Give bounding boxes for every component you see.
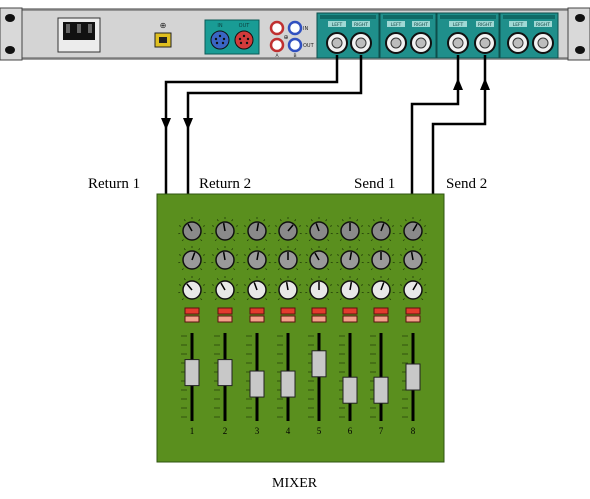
mute-button[interactable] bbox=[250, 308, 264, 314]
jack-section-header bbox=[503, 15, 555, 19]
iec-pin-icon bbox=[77, 24, 81, 33]
channel-fader[interactable] bbox=[343, 377, 357, 403]
solo-button[interactable] bbox=[374, 316, 388, 322]
rack-unit: ⊕ IN OUT ⊕ bbox=[0, 8, 590, 60]
iec-pin-icon bbox=[88, 24, 92, 33]
channel-fader[interactable] bbox=[185, 360, 199, 386]
channel-number: 8 bbox=[411, 426, 416, 436]
mute-button[interactable] bbox=[343, 308, 357, 314]
jack-label: LEFT bbox=[453, 22, 464, 28]
jack-hole-icon bbox=[356, 38, 366, 48]
return2-cable bbox=[188, 55, 361, 195]
rack-screw-icon bbox=[575, 14, 585, 22]
channel-number: 1 bbox=[190, 426, 195, 436]
channel-fader[interactable] bbox=[406, 364, 420, 390]
jack-label: LEFT bbox=[391, 22, 402, 28]
midi-ports: IN OUT bbox=[205, 20, 259, 54]
jack-hole-icon bbox=[480, 38, 490, 48]
return1-cable bbox=[166, 55, 337, 195]
solo-button[interactable] bbox=[250, 316, 264, 322]
solo-button[interactable] bbox=[406, 316, 420, 322]
return2-arrow-icon bbox=[183, 118, 193, 130]
rack-screw-icon bbox=[5, 46, 15, 54]
rca-out-a-jack-icon bbox=[271, 39, 283, 51]
usb-icon: ⊕ bbox=[160, 21, 167, 30]
return2-label: Return 2 bbox=[199, 176, 251, 193]
jack-section-header bbox=[440, 15, 496, 19]
solo-button[interactable] bbox=[218, 316, 232, 322]
ground-icon: ⊕ bbox=[283, 34, 288, 41]
channel-fader[interactable] bbox=[312, 351, 326, 377]
jack-section-header bbox=[383, 15, 433, 19]
send2-label: Send 2 bbox=[446, 176, 487, 193]
mute-button[interactable] bbox=[281, 308, 295, 314]
solo-button[interactable] bbox=[312, 316, 326, 322]
midi-in-label: IN bbox=[217, 23, 222, 29]
rca-out-b-jack-icon bbox=[289, 39, 301, 51]
power-inlet bbox=[58, 18, 100, 52]
mixer: 1 2 3 4 5 6 7 8 bbox=[157, 194, 444, 462]
mute-button[interactable] bbox=[374, 308, 388, 314]
usb-socket-hole-icon bbox=[159, 37, 167, 43]
solo-button[interactable] bbox=[343, 316, 357, 322]
send2-arrow-icon bbox=[480, 78, 490, 90]
channel-number: 3 bbox=[255, 426, 260, 436]
jack-hole-icon bbox=[453, 38, 463, 48]
rack-screw-icon bbox=[575, 46, 585, 54]
jack-hole-icon bbox=[538, 38, 548, 48]
channel-fader[interactable] bbox=[281, 371, 295, 397]
mute-button[interactable] bbox=[406, 308, 420, 314]
channel-fader[interactable] bbox=[374, 377, 388, 403]
channel-fader[interactable] bbox=[218, 360, 232, 386]
jack-label: RIGHT bbox=[354, 22, 368, 28]
jack-section-return bbox=[317, 13, 379, 58]
solo-button[interactable] bbox=[185, 316, 199, 322]
jack-label: LEFT bbox=[513, 22, 524, 28]
jack-hole-icon bbox=[513, 38, 523, 48]
rack-screw-icon bbox=[5, 14, 15, 22]
jack-hole-icon bbox=[416, 38, 426, 48]
iec-pin-icon bbox=[66, 24, 70, 33]
midi-in-jack-icon bbox=[211, 31, 229, 49]
jack-hole-icon bbox=[332, 38, 342, 48]
channel-number: 2 bbox=[223, 426, 228, 436]
channel-number: 7 bbox=[379, 426, 384, 436]
rca-in-a-jack-icon bbox=[271, 22, 283, 34]
mute-button[interactable] bbox=[185, 308, 199, 314]
rca-in-label: IN bbox=[303, 26, 308, 32]
send1-arrow-icon bbox=[453, 78, 463, 90]
jack-label: RIGHT bbox=[536, 22, 550, 28]
midi-out-label: OUT bbox=[239, 23, 251, 29]
rca-out-label: OUT bbox=[303, 43, 315, 49]
channel-number: 6 bbox=[348, 426, 353, 436]
rca-in-b-jack-icon bbox=[289, 22, 301, 34]
mute-button[interactable] bbox=[218, 308, 232, 314]
midi-out-jack-icon bbox=[235, 31, 253, 49]
mute-button[interactable] bbox=[312, 308, 326, 314]
jack-hole-icon bbox=[391, 38, 401, 48]
solo-button[interactable] bbox=[281, 316, 295, 322]
channel-fader[interactable] bbox=[250, 371, 264, 397]
mixer-label: MIXER bbox=[272, 476, 317, 492]
jack-label: LEFT bbox=[332, 22, 343, 28]
return1-label: Return 1 bbox=[88, 176, 140, 193]
rca-b-label: B bbox=[293, 53, 296, 59]
jack-label: RIGHT bbox=[414, 22, 428, 28]
channel-number: 4 bbox=[286, 426, 291, 436]
cables bbox=[166, 55, 485, 195]
jack-label: RIGHT bbox=[478, 22, 492, 28]
jack-section-header bbox=[320, 15, 376, 19]
channel-number: 5 bbox=[317, 426, 322, 436]
return1-arrow-icon bbox=[161, 118, 171, 130]
send1-label: Send 1 bbox=[354, 176, 395, 193]
